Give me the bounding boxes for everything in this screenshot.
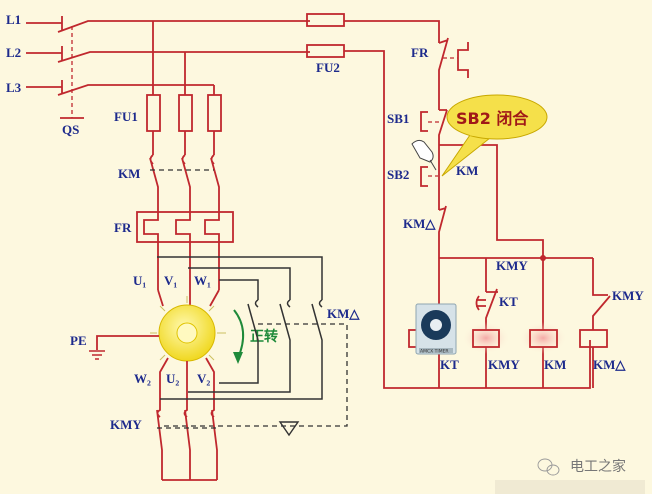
fuse-fu2-bottom (306, 44, 345, 58)
u1-label: U₁ (133, 273, 146, 288)
fuse-fu2-top (306, 13, 345, 27)
fr-ctrl-label: FR (411, 45, 429, 60)
w1-label: W₁ (194, 273, 211, 288)
arrow-head-icon (233, 352, 243, 364)
kt-contact-label: KT (499, 294, 518, 309)
fr-main-block (136, 211, 234, 243)
coil-km-delta (579, 329, 608, 348)
pe-label: PE (70, 333, 87, 348)
kmy-ctrl-right-label: KMY (612, 288, 644, 303)
coil-kmy-label: KMY (488, 357, 520, 372)
line-label-l3: L3 (6, 80, 22, 95)
timer-brand: AMCX TIMER (420, 349, 449, 355)
fr-main-label: FR (114, 220, 132, 235)
coil-km-delta-label: KM△ (593, 357, 626, 372)
u2-label: U₂ (166, 371, 179, 386)
motor-shaft (176, 322, 198, 344)
motor: U₁ V₁ W₁ W₂ U₂ V₂ PE 正转 (70, 273, 278, 400)
callout-text: SB2 闭合 (456, 109, 529, 128)
power-input: L1 L2 L3 QS (6, 12, 310, 137)
km-ctrl-label: KM (456, 163, 478, 178)
timer-kt-icon: AMCX TIMER (415, 303, 457, 355)
qs-label: QS (62, 122, 79, 137)
callout-bubble: SB2 闭合 (441, 94, 548, 177)
ground-icon (89, 350, 105, 360)
v2-label: V₂ (197, 371, 210, 386)
line-label-l1: L1 (6, 12, 21, 27)
kmy-ctrl-top-label: KMY (496, 258, 528, 273)
mechanical-interlock-icon (278, 421, 300, 437)
coil-kt-label: KT (440, 357, 459, 372)
kmy-main-label: KMY (110, 417, 142, 432)
pe-wire (96, 335, 159, 350)
coil-km (529, 329, 558, 348)
l3-wire (26, 80, 214, 96)
fuse-fu1-c (207, 94, 222, 132)
fuse-fu1-b (178, 94, 193, 132)
control-circuit: FU2 FR SB1 SB2 KM KM△ KMY KT (306, 13, 644, 389)
line-label-l2: L2 (6, 45, 21, 60)
sb1-label: SB1 (387, 111, 409, 126)
fu1-label: FU1 (114, 109, 138, 124)
wechat-icon (537, 458, 560, 476)
l2-wire (26, 46, 310, 63)
watermark: 电工之家 (495, 458, 645, 494)
watermark-text: 电工之家 (570, 458, 626, 475)
main-circuit: FU1 KM FR (114, 21, 234, 307)
fu2-label: FU2 (316, 60, 340, 75)
l1-wire (26, 16, 310, 33)
kmy-star-contacts: KMY (110, 400, 300, 481)
km-main-label: KM (118, 166, 140, 181)
rotation-label: 正转 (250, 328, 278, 345)
fuse-fu1-a (146, 94, 161, 132)
sb2-label: SB2 (387, 167, 409, 182)
rotation-arrow (233, 309, 245, 359)
km-delta-ctrl-label: KM△ (403, 216, 436, 231)
km-delta-contacts: KM△ (157, 256, 360, 427)
v1-label: V₁ (164, 273, 177, 288)
coil-km-label: KM (544, 357, 566, 372)
coil-kmy (472, 329, 500, 348)
km-delta-main-label: KM△ (327, 306, 360, 321)
w2-label: W₂ (134, 371, 151, 386)
hand-pointer-icon (411, 139, 437, 171)
